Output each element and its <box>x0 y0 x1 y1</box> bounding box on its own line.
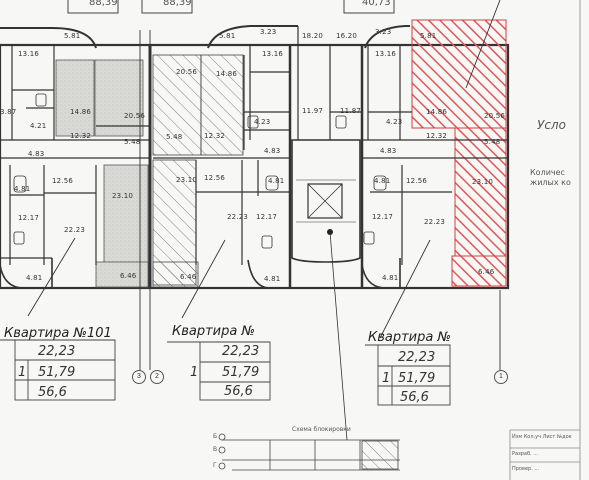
room-area: 4.23 <box>386 118 403 126</box>
apartment-rooms: 1 <box>382 371 391 386</box>
room-area: 4.23 <box>254 118 271 126</box>
room-area: 4.81 <box>14 185 31 193</box>
room-area: 6.46 <box>180 273 197 281</box>
room-area: 4.83 <box>264 147 281 155</box>
blocking-scheme-label: Схема блокировки <box>292 426 351 433</box>
top-area-left: 88,39 <box>89 0 118 8</box>
scheme-mark: Б <box>213 433 218 440</box>
room-area: 14.86 <box>426 108 448 116</box>
room-area: 13.16 <box>262 50 284 58</box>
room-area: 22.23 <box>64 226 86 234</box>
room-area: 23.10 <box>112 192 134 200</box>
apartment-area-coef: 56,6 <box>224 384 253 399</box>
room-area: 4.81 <box>264 275 281 283</box>
room-area: 12.17 <box>18 214 40 222</box>
room-area: 4.81 <box>382 274 399 282</box>
leader-lines <box>27 0 501 370</box>
room-area: 23.10 <box>176 176 198 184</box>
apartment-living-area: 22,23 <box>222 344 260 359</box>
stamp-row: Разраб. ... <box>512 451 539 457</box>
room-area: 3.87 <box>0 108 17 116</box>
apartment-rooms: 1 <box>18 365 27 380</box>
stamp-row: Провер. ... <box>512 466 540 472</box>
room-area: 4.83 <box>28 150 45 158</box>
room-area: 13.16 <box>18 50 40 58</box>
room-area: 4.21 <box>30 122 47 130</box>
apartment-title: Квартира № <box>172 324 256 339</box>
interior-walls <box>0 26 508 265</box>
apartment-total-area: 51,79 <box>222 365 260 380</box>
room-area: 4.81 <box>374 177 391 185</box>
highlighted-apartment <box>411 19 507 287</box>
apartment-total-area: 51,79 <box>398 371 436 386</box>
apartment-area-coef: 56,6 <box>400 390 429 405</box>
top-dimension-boxes <box>67 0 395 14</box>
room-area: 3.23 <box>375 28 392 36</box>
room-area: 5.48 <box>124 138 141 146</box>
scheme-mark: В <box>213 446 218 453</box>
room-area: 12.17 <box>256 213 278 221</box>
apartment-tables <box>0 339 451 406</box>
loggia-fills <box>55 59 149 288</box>
axis-marker: 1 <box>494 370 508 384</box>
room-area: 6.46 <box>478 268 495 276</box>
room-area: 5.81 <box>219 32 236 40</box>
top-area-mid: 88,39 <box>163 0 192 8</box>
room-area: 4.81 <box>26 274 43 282</box>
room-area: 12.56 <box>406 177 428 185</box>
scheme-mark: Г <box>213 462 217 469</box>
room-area: 22.23 <box>227 213 249 221</box>
room-area: 12.56 <box>204 174 226 182</box>
room-area: 4.83 <box>380 147 397 155</box>
stamp-row: Изм Кол.уч Лист №док <box>512 434 572 440</box>
room-area: 20.56 <box>176 68 198 76</box>
room-area: 20.56 <box>124 112 146 120</box>
blocking-scheme <box>218 433 400 471</box>
hatched-apartment <box>152 54 244 288</box>
bay-windows <box>0 258 401 289</box>
axis-marker: 3 <box>132 370 146 384</box>
room-area: 14.86 <box>216 70 238 78</box>
room-area: 23.10 <box>472 178 494 186</box>
room-area: 11.87 <box>340 107 362 115</box>
apartment-living-area: 22,23 <box>38 344 76 359</box>
room-area: 16.20 <box>336 32 358 40</box>
room-area: 12.32 <box>70 132 92 140</box>
side-note-line: жилых ко <box>530 178 571 187</box>
room-area: 5.81 <box>420 32 437 40</box>
fixtures <box>13 93 387 249</box>
room-area: 11.97 <box>302 107 324 115</box>
room-area: 6.46 <box>120 272 137 280</box>
room-area: 22.23 <box>424 218 446 226</box>
room-area: 5.48 <box>166 133 183 141</box>
room-area: 20.56 <box>484 112 506 120</box>
apartment-title: Квартира №101 <box>4 326 112 341</box>
stair-core <box>291 139 361 441</box>
top-area-right: 40,73 <box>362 0 391 8</box>
room-area: 5.81 <box>64 32 81 40</box>
room-area: 12.32 <box>204 132 226 140</box>
room-area: 3.23 <box>260 28 277 36</box>
apartment-living-area: 22,23 <box>398 350 436 365</box>
apartment-area-coef: 56,6 <box>38 385 67 400</box>
room-area: 18.20 <box>302 32 324 40</box>
room-area: 4.81 <box>268 177 285 185</box>
building-walls <box>0 25 510 290</box>
room-area: 12.17 <box>372 213 394 221</box>
apartment-rooms: 1 <box>190 365 199 380</box>
room-area: 14.86 <box>70 108 92 116</box>
frame-lines <box>509 0 581 480</box>
side-note-line: Количес <box>530 168 565 177</box>
side-note-title: Усло <box>537 118 566 132</box>
room-area: 12.32 <box>426 132 448 140</box>
room-area: 5.48 <box>484 138 501 146</box>
axis-marker: 2 <box>150 370 164 384</box>
apartment-total-area: 51,79 <box>38 365 76 380</box>
room-area: 13.16 <box>375 50 397 58</box>
apartment-title: Квартира № <box>368 330 452 345</box>
room-area: 12.56 <box>52 177 74 185</box>
